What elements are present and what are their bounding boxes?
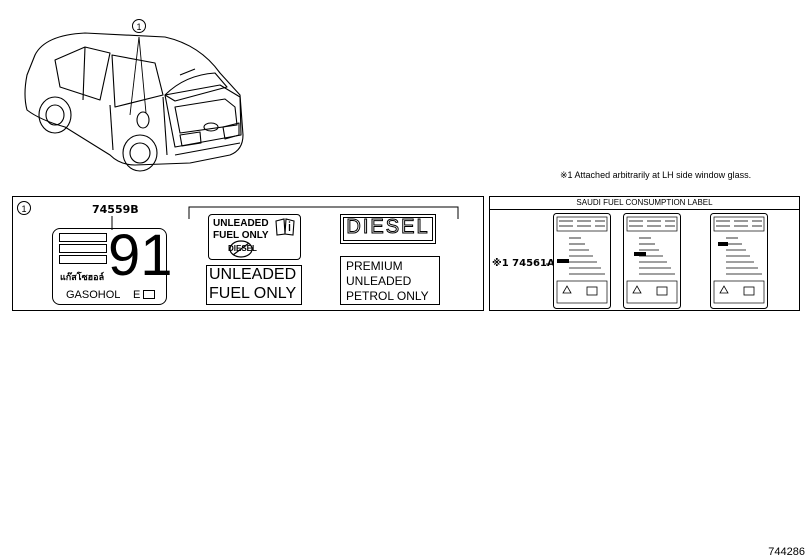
diagram-number: 744286: [768, 546, 805, 558]
saudi-title-bar: [489, 196, 800, 210]
part-number-74559b: 74559B: [92, 203, 139, 216]
gasohol-text: GASOHOL: [66, 289, 121, 301]
e-code-box: [143, 290, 155, 299]
saudi-label-panel: [489, 196, 800, 311]
premium-line3: PETROL ONLY: [346, 289, 429, 303]
prohibition-icon: [229, 240, 253, 258]
vehicle-illustration: [24, 32, 244, 172]
premium-unleaded-petrol-label: [340, 256, 440, 305]
gasohol-thai-text: แก๊สโซฮอล์: [60, 273, 105, 283]
unleaded-fuel-only-large-label: [206, 265, 302, 305]
label-group-bracket: [188, 206, 459, 219]
unleaded-small-line1: UNLEADED: [213, 218, 269, 229]
fuel-consumption-label-2: [623, 213, 681, 309]
callout-marker: 1: [132, 19, 146, 33]
unleaded-small-line2: FUEL ONLY: [213, 230, 269, 241]
unleaded-large-line2: FUEL ONLY: [209, 285, 297, 302]
gasohol-91-label: [52, 228, 167, 305]
placeholder-bar: [59, 244, 107, 253]
placeholder-bar: [59, 233, 107, 242]
diesel-label-inner: [343, 217, 433, 241]
premium-line2: UNLEADED: [346, 274, 412, 288]
diesel-label: [340, 214, 436, 244]
manual-book-icon: [275, 218, 295, 236]
left-label-panel: [12, 196, 484, 311]
saudi-panel-title: SAUDI FUEL CONSUMPTION LABEL: [576, 198, 713, 207]
attachment-note: ※1 Attached arbitrarily at LH side windo…: [560, 170, 752, 180]
part-number-74561a: ※1 74561A: [492, 258, 555, 269]
premium-line1: PREMIUM: [346, 259, 403, 273]
unleaded-large-line1: UNLEADED: [209, 266, 297, 283]
fuel-consumption-label-3: [710, 213, 768, 309]
placeholder-bar: [59, 255, 107, 264]
fuel-consumption-label-1: [553, 213, 611, 309]
unleaded-fuel-only-small-label: [208, 214, 301, 260]
panel-callout-marker: 1: [17, 201, 31, 215]
octane-number: 91: [108, 223, 173, 288]
leader-line: [111, 216, 113, 230]
e-code: E: [133, 289, 141, 301]
diesel-text: DIESEL: [346, 216, 430, 239]
